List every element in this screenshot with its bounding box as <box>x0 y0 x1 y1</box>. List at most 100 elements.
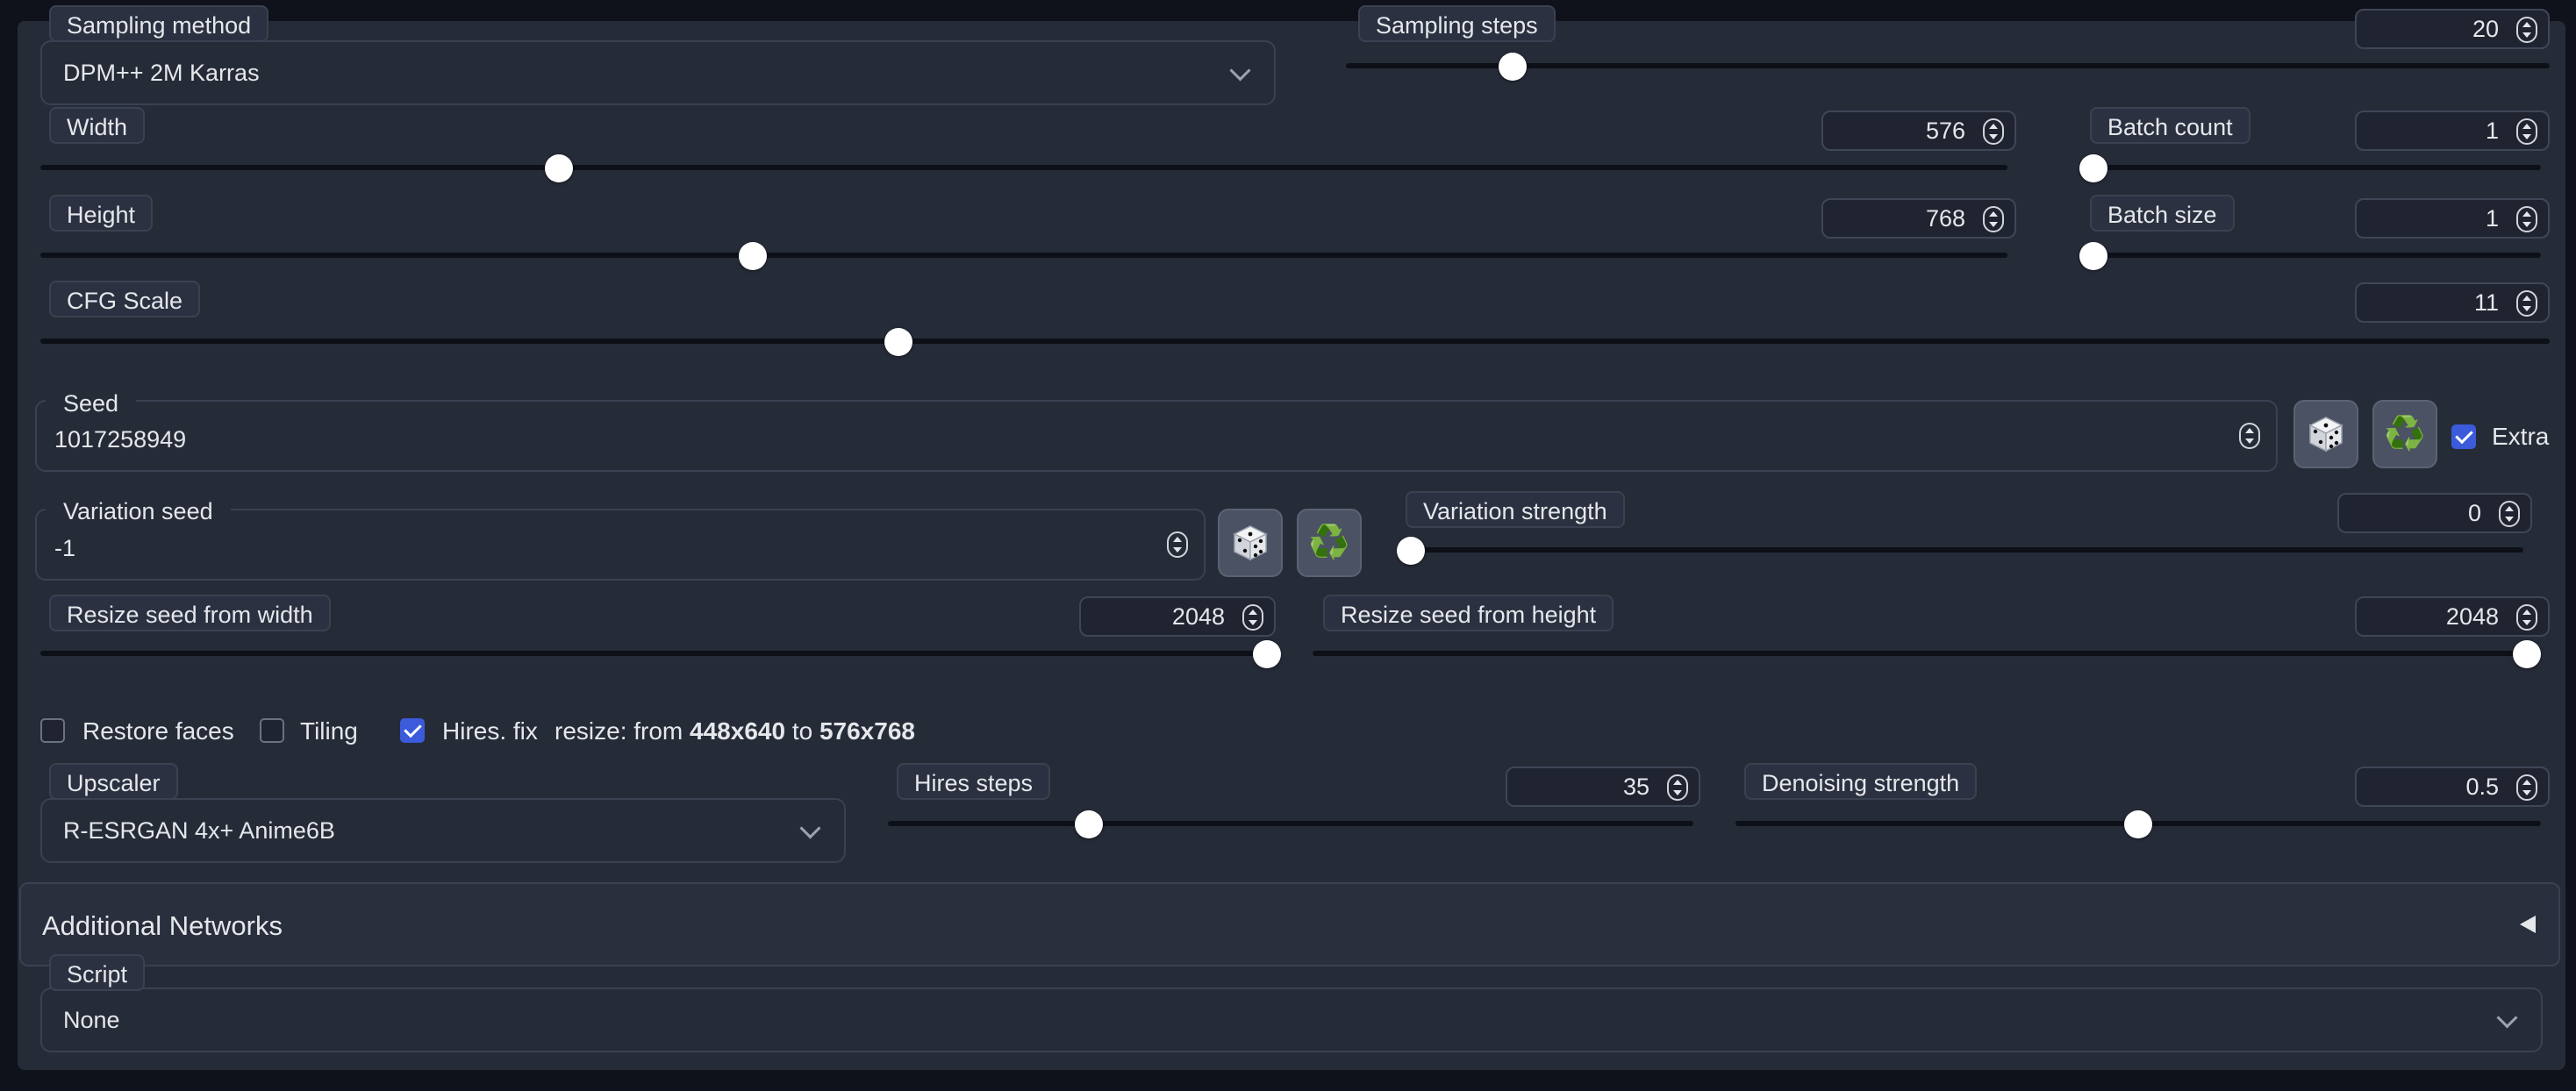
spinner-icon[interactable] <box>2516 604 2537 631</box>
hires-steps-label: Hires steps <box>897 763 1051 800</box>
chevron-down-icon <box>799 817 821 839</box>
restore-faces-label: Restore faces <box>82 717 234 745</box>
random-variation-seed-button[interactable] <box>1218 509 1283 577</box>
height-slider[interactable] <box>738 242 767 270</box>
dice-icon <box>1233 525 1268 561</box>
hires-steps-slider[interactable] <box>1074 810 1103 838</box>
denoising-strength-value: 0.5 <box>2465 774 2499 800</box>
cfg-scale-track[interactable] <box>40 339 2550 344</box>
hires-fix-label: Hires. fix <box>442 717 538 745</box>
hires-steps-track[interactable] <box>888 821 1693 826</box>
spinner-icon[interactable] <box>2516 206 2537 232</box>
sampling-steps-input[interactable]: 20 <box>2355 9 2550 49</box>
denoising-strength-slider[interactable] <box>2124 810 2152 838</box>
spinner-icon[interactable] <box>2516 17 2537 43</box>
denoising-strength-input[interactable]: 0.5 <box>2355 767 2550 807</box>
batch-size-track[interactable] <box>2079 253 2541 258</box>
width-slider[interactable] <box>544 154 573 182</box>
tiling-label: Tiling <box>300 717 358 745</box>
spinner-icon[interactable] <box>1167 531 1188 558</box>
batch-count-input[interactable]: 1 <box>2355 111 2550 151</box>
seed-input[interactable]: 1017258949 <box>35 400 2278 472</box>
width-track[interactable] <box>40 165 2007 170</box>
width-label: Width <box>49 107 146 144</box>
resize-seed-height-value: 2048 <box>2445 603 2499 630</box>
batch-size-value: 1 <box>2485 205 2499 232</box>
batch-size-input[interactable]: 1 <box>2355 198 2550 239</box>
triangle-left-icon[interactable] <box>2518 914 2537 935</box>
recycle-icon: ♻️ <box>1308 524 1350 561</box>
sampling-steps-slider[interactable] <box>1499 53 1528 81</box>
upscaler-dropdown[interactable]: R-ESRGAN 4x+ Anime6B <box>40 798 846 863</box>
extra-checkbox[interactable] <box>2451 424 2476 449</box>
dice-icon <box>2308 417 2343 453</box>
cfg-scale-input[interactable]: 11 <box>2355 282 2550 323</box>
batch-count-label: Batch count <box>2090 107 2250 144</box>
seed-value: 1017258949 <box>54 426 187 453</box>
resize-from-value: 448x640 <box>690 717 786 745</box>
seed-label: Seed <box>46 383 137 420</box>
resize-seed-width-input[interactable]: 2048 <box>1079 596 1276 637</box>
resize-seed-height-slider[interactable] <box>2513 640 2541 668</box>
sampling-method-dropdown[interactable]: DPM++ 2M Karras <box>40 40 1276 105</box>
script-dropdown[interactable]: None <box>40 988 2543 1052</box>
random-seed-button[interactable] <box>2293 400 2358 468</box>
chevron-down-icon <box>2496 1007 2518 1029</box>
additional-networks-accordion[interactable]: Additional Networks <box>19 882 2560 966</box>
resize-seed-width-slider[interactable] <box>1253 640 1281 668</box>
hires-steps-value: 35 <box>1622 774 1649 800</box>
height-track[interactable] <box>40 253 2007 258</box>
script-label: Script <box>49 954 146 991</box>
reuse-variation-seed-button[interactable]: ♻️ <box>1297 509 1362 577</box>
spinner-icon[interactable] <box>2239 423 2260 449</box>
denoising-strength-label: Denoising strength <box>1744 763 1978 800</box>
recycle-icon: ♻️ <box>2384 416 2426 453</box>
height-input[interactable]: 768 <box>1821 198 2016 239</box>
batch-count-slider[interactable] <box>2079 154 2107 182</box>
spinner-icon[interactable] <box>2516 118 2537 145</box>
cfg-scale-label: CFG Scale <box>49 281 201 317</box>
resize-seed-width-value: 2048 <box>1171 603 1225 630</box>
spinner-icon[interactable] <box>1667 774 1688 801</box>
spinner-icon[interactable] <box>1983 118 2004 145</box>
reuse-seed-button[interactable]: ♻️ <box>2372 400 2437 468</box>
sampling-steps-value: 20 <box>2472 16 2499 42</box>
tiling-checkbox[interactable] <box>260 718 284 743</box>
batch-count-value: 1 <box>2485 118 2499 144</box>
hires-steps-input[interactable]: 35 <box>1506 767 1700 807</box>
spinner-icon[interactable] <box>1242 604 1263 631</box>
chevron-down-icon <box>1229 60 1251 82</box>
width-input[interactable]: 576 <box>1821 111 2016 151</box>
batch-count-track[interactable] <box>2079 165 2541 170</box>
resize-seed-width-label: Resize seed from width <box>49 595 331 631</box>
height-label: Height <box>49 195 154 232</box>
sampling-steps-track[interactable] <box>1346 63 2550 68</box>
sampling-steps-label: Sampling steps <box>1358 5 1556 42</box>
variation-strength-input[interactable]: 0 <box>2337 493 2532 533</box>
hires-fix-checkbox[interactable] <box>400 718 425 743</box>
spinner-icon[interactable] <box>1983 206 2004 232</box>
variation-strength-value: 0 <box>2467 500 2481 526</box>
variation-strength-track[interactable] <box>1397 547 2523 553</box>
batch-size-label: Batch size <box>2090 195 2235 232</box>
additional-networks-title: Additional Networks <box>42 910 283 941</box>
variation-seed-value: -1 <box>54 535 76 561</box>
variation-strength-slider[interactable] <box>1397 537 1425 565</box>
upscaler-label: Upscaler <box>49 763 178 800</box>
width-value: 576 <box>1925 118 1965 144</box>
cfg-scale-slider[interactable] <box>884 328 912 356</box>
resize-seed-height-input[interactable]: 2048 <box>2355 596 2550 637</box>
resize-seed-width-track[interactable] <box>40 651 1281 656</box>
batch-size-slider[interactable] <box>2079 242 2107 270</box>
spinner-icon[interactable] <box>2516 290 2537 317</box>
resize-seed-height-track[interactable] <box>1313 651 2541 656</box>
restore-faces-checkbox[interactable] <box>40 718 65 743</box>
cfg-scale-value: 11 <box>2473 289 2499 316</box>
script-value: None <box>63 1007 120 1033</box>
extra-label: Extra <box>2492 423 2550 450</box>
spinner-icon[interactable] <box>2499 501 2520 527</box>
resize-seed-height-label: Resize seed from height <box>1323 595 1614 631</box>
resize-to-value: 576x768 <box>819 717 915 745</box>
sampling-method-value: DPM++ 2M Karras <box>63 60 260 86</box>
spinner-icon[interactable] <box>2516 774 2537 801</box>
